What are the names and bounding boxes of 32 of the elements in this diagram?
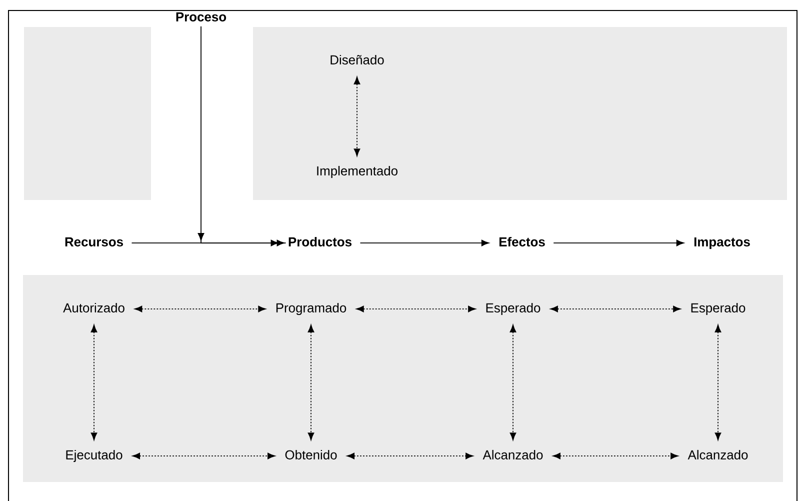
arrow — [553, 240, 684, 246]
label: Ejecutado — [66, 450, 122, 462]
double-arrow — [90, 324, 98, 440]
double-arrow — [308, 324, 314, 440]
heading: Recursos — [65, 237, 123, 246]
merging-arrow — [198, 26, 286, 246]
label: Alcanzado — [688, 450, 748, 460]
double-arrow — [132, 452, 276, 460]
label: Esperado — [691, 302, 746, 316]
panel-background — [253, 27, 787, 200]
double-arrow — [552, 452, 678, 460]
panel-background — [23, 274, 783, 482]
heading: Impactos — [694, 237, 750, 250]
double-arrow — [346, 452, 474, 460]
arrow — [360, 240, 490, 246]
double-arrow — [354, 76, 360, 156]
label: Obtenido — [285, 450, 337, 460]
label: Alcanzado — [482, 450, 543, 460]
label: Programado — [276, 302, 346, 316]
arrow — [131, 240, 278, 246]
label: Diseñado — [330, 54, 384, 64]
label: Implementado — [317, 166, 398, 178]
label: Autorizado — [63, 302, 124, 312]
double-arrow — [356, 306, 476, 312]
heading: Productos — [288, 236, 352, 246]
double-arrow — [510, 324, 516, 440]
heading: Efectos — [499, 236, 545, 246]
heading: Proceso — [176, 12, 226, 22]
double-arrow — [134, 306, 266, 312]
double-arrow — [550, 306, 681, 312]
label: Esperado — [486, 302, 540, 316]
double-arrow — [714, 324, 722, 440]
